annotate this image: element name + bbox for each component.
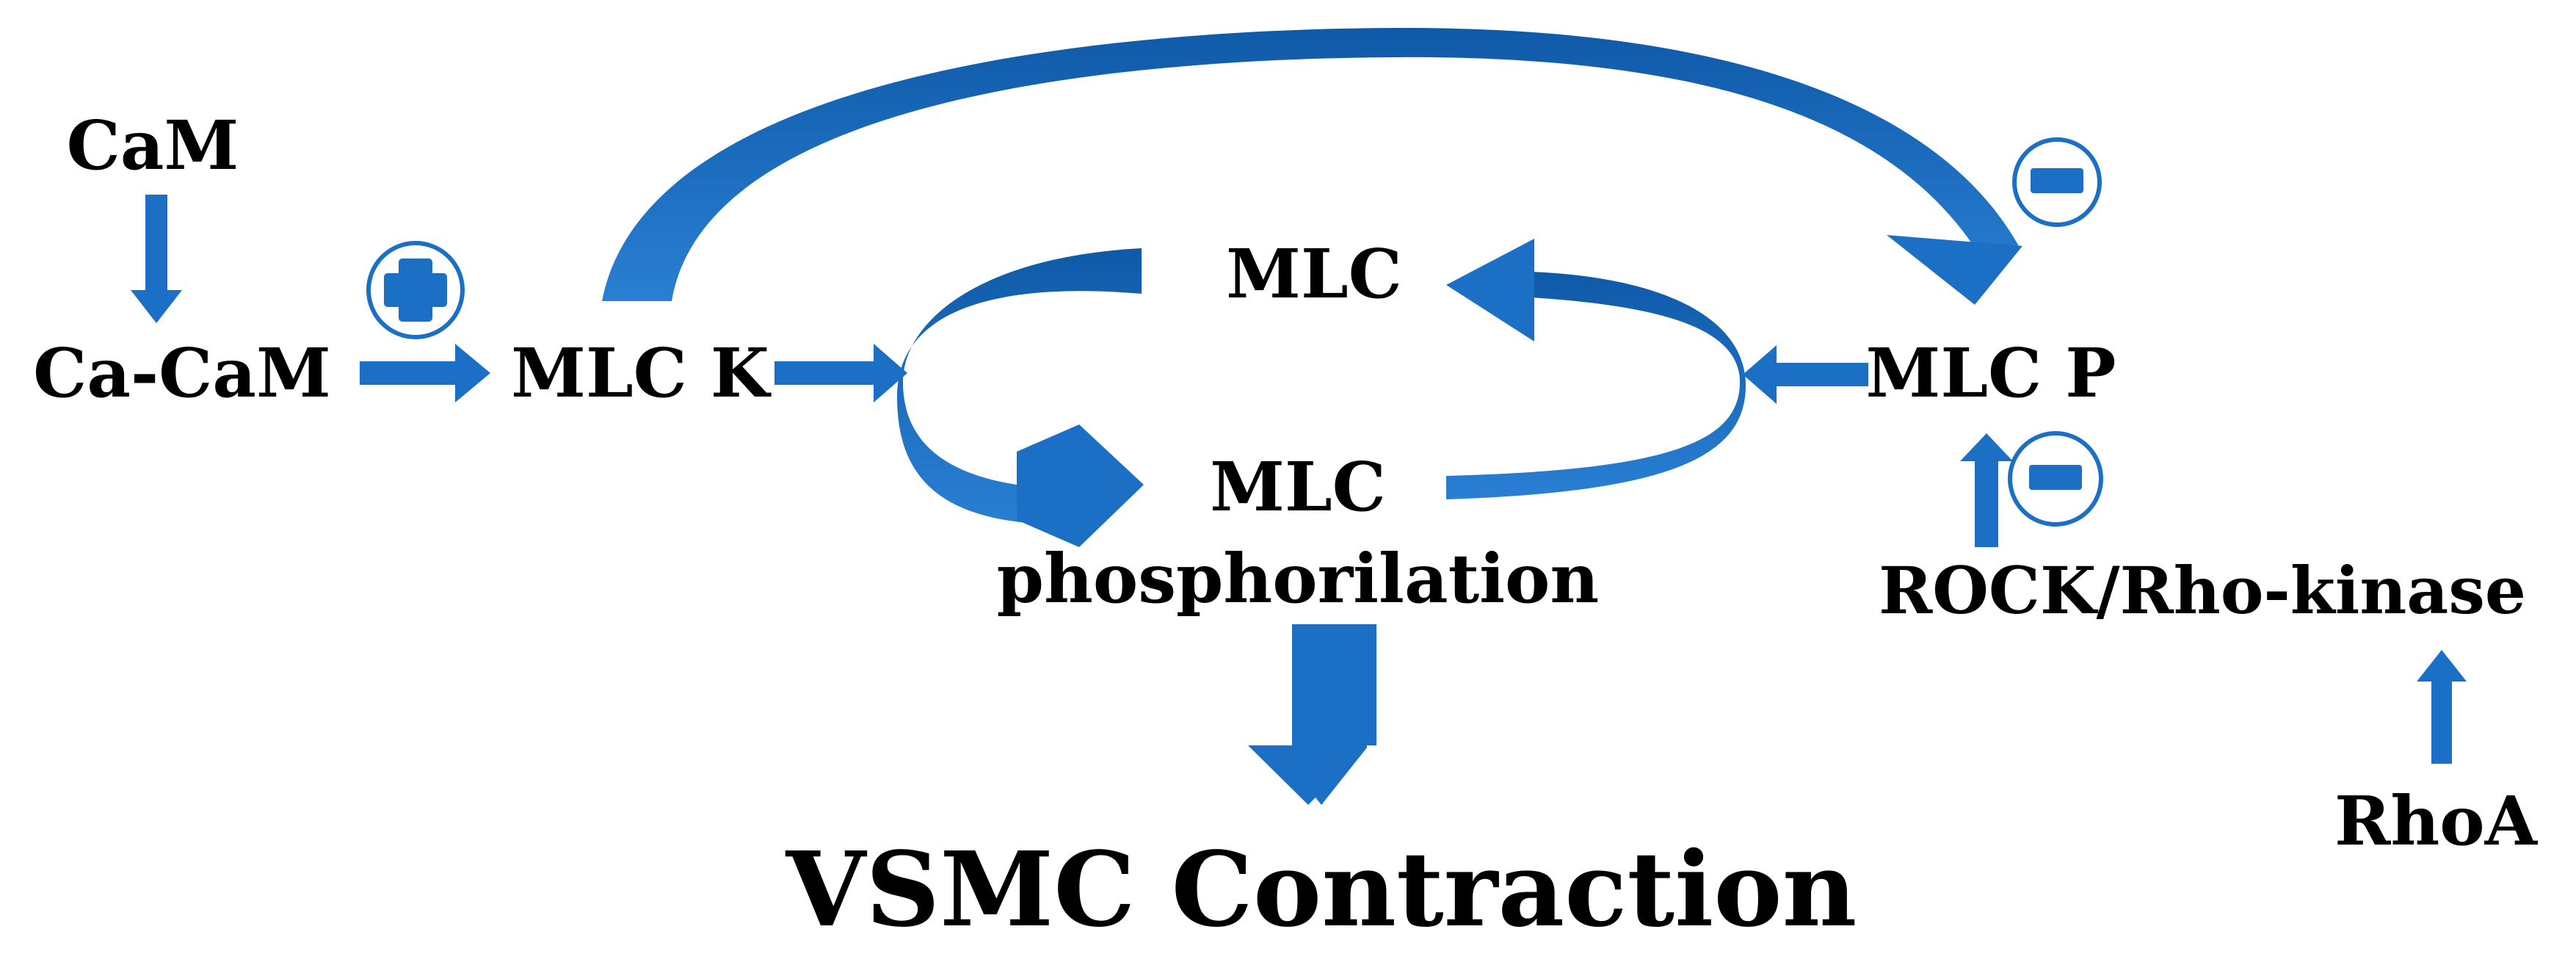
activation-sign (366, 241, 465, 339)
mlc-phosphorilation-label-line2: phosphorilation (997, 539, 1600, 618)
inhibition-sign-top (2012, 137, 2102, 227)
cam-label: CaM (67, 106, 239, 185)
mlcp-to-cycle-arrow (1743, 345, 1868, 404)
dephosphorylation-cycle-arrow (1446, 239, 1746, 499)
rhoa-label: RhoA (2334, 781, 2539, 861)
mlc-p-label: MLC P (1866, 333, 2116, 413)
mlck-to-mlcp-arc-arrow (602, 27, 2022, 305)
ca-cam-label: Ca-CaM (33, 333, 331, 413)
vsmc-contraction-label: VSMC Contraction (786, 830, 1857, 950)
mlc-label: MLC (1226, 234, 1402, 314)
cam-to-cacam-arrow (131, 195, 182, 323)
rock-to-mlcp-arrow (1960, 433, 2013, 547)
inhibition-sign-bottom (2008, 431, 2103, 527)
mlc-k-label: MLC K (511, 333, 772, 413)
mlc-phosphorilation-label-line1: MLC (1210, 447, 1386, 527)
rock-rho-kinase-label: ROCK/Rho-kinase (1879, 552, 2526, 629)
mlck-to-cycle-arrow (774, 344, 907, 402)
rhoa-to-rock-arrow (2417, 650, 2467, 764)
phosphorylation-cycle-arrow (897, 248, 1144, 547)
cacam-to-mlck-arrow (360, 344, 490, 402)
